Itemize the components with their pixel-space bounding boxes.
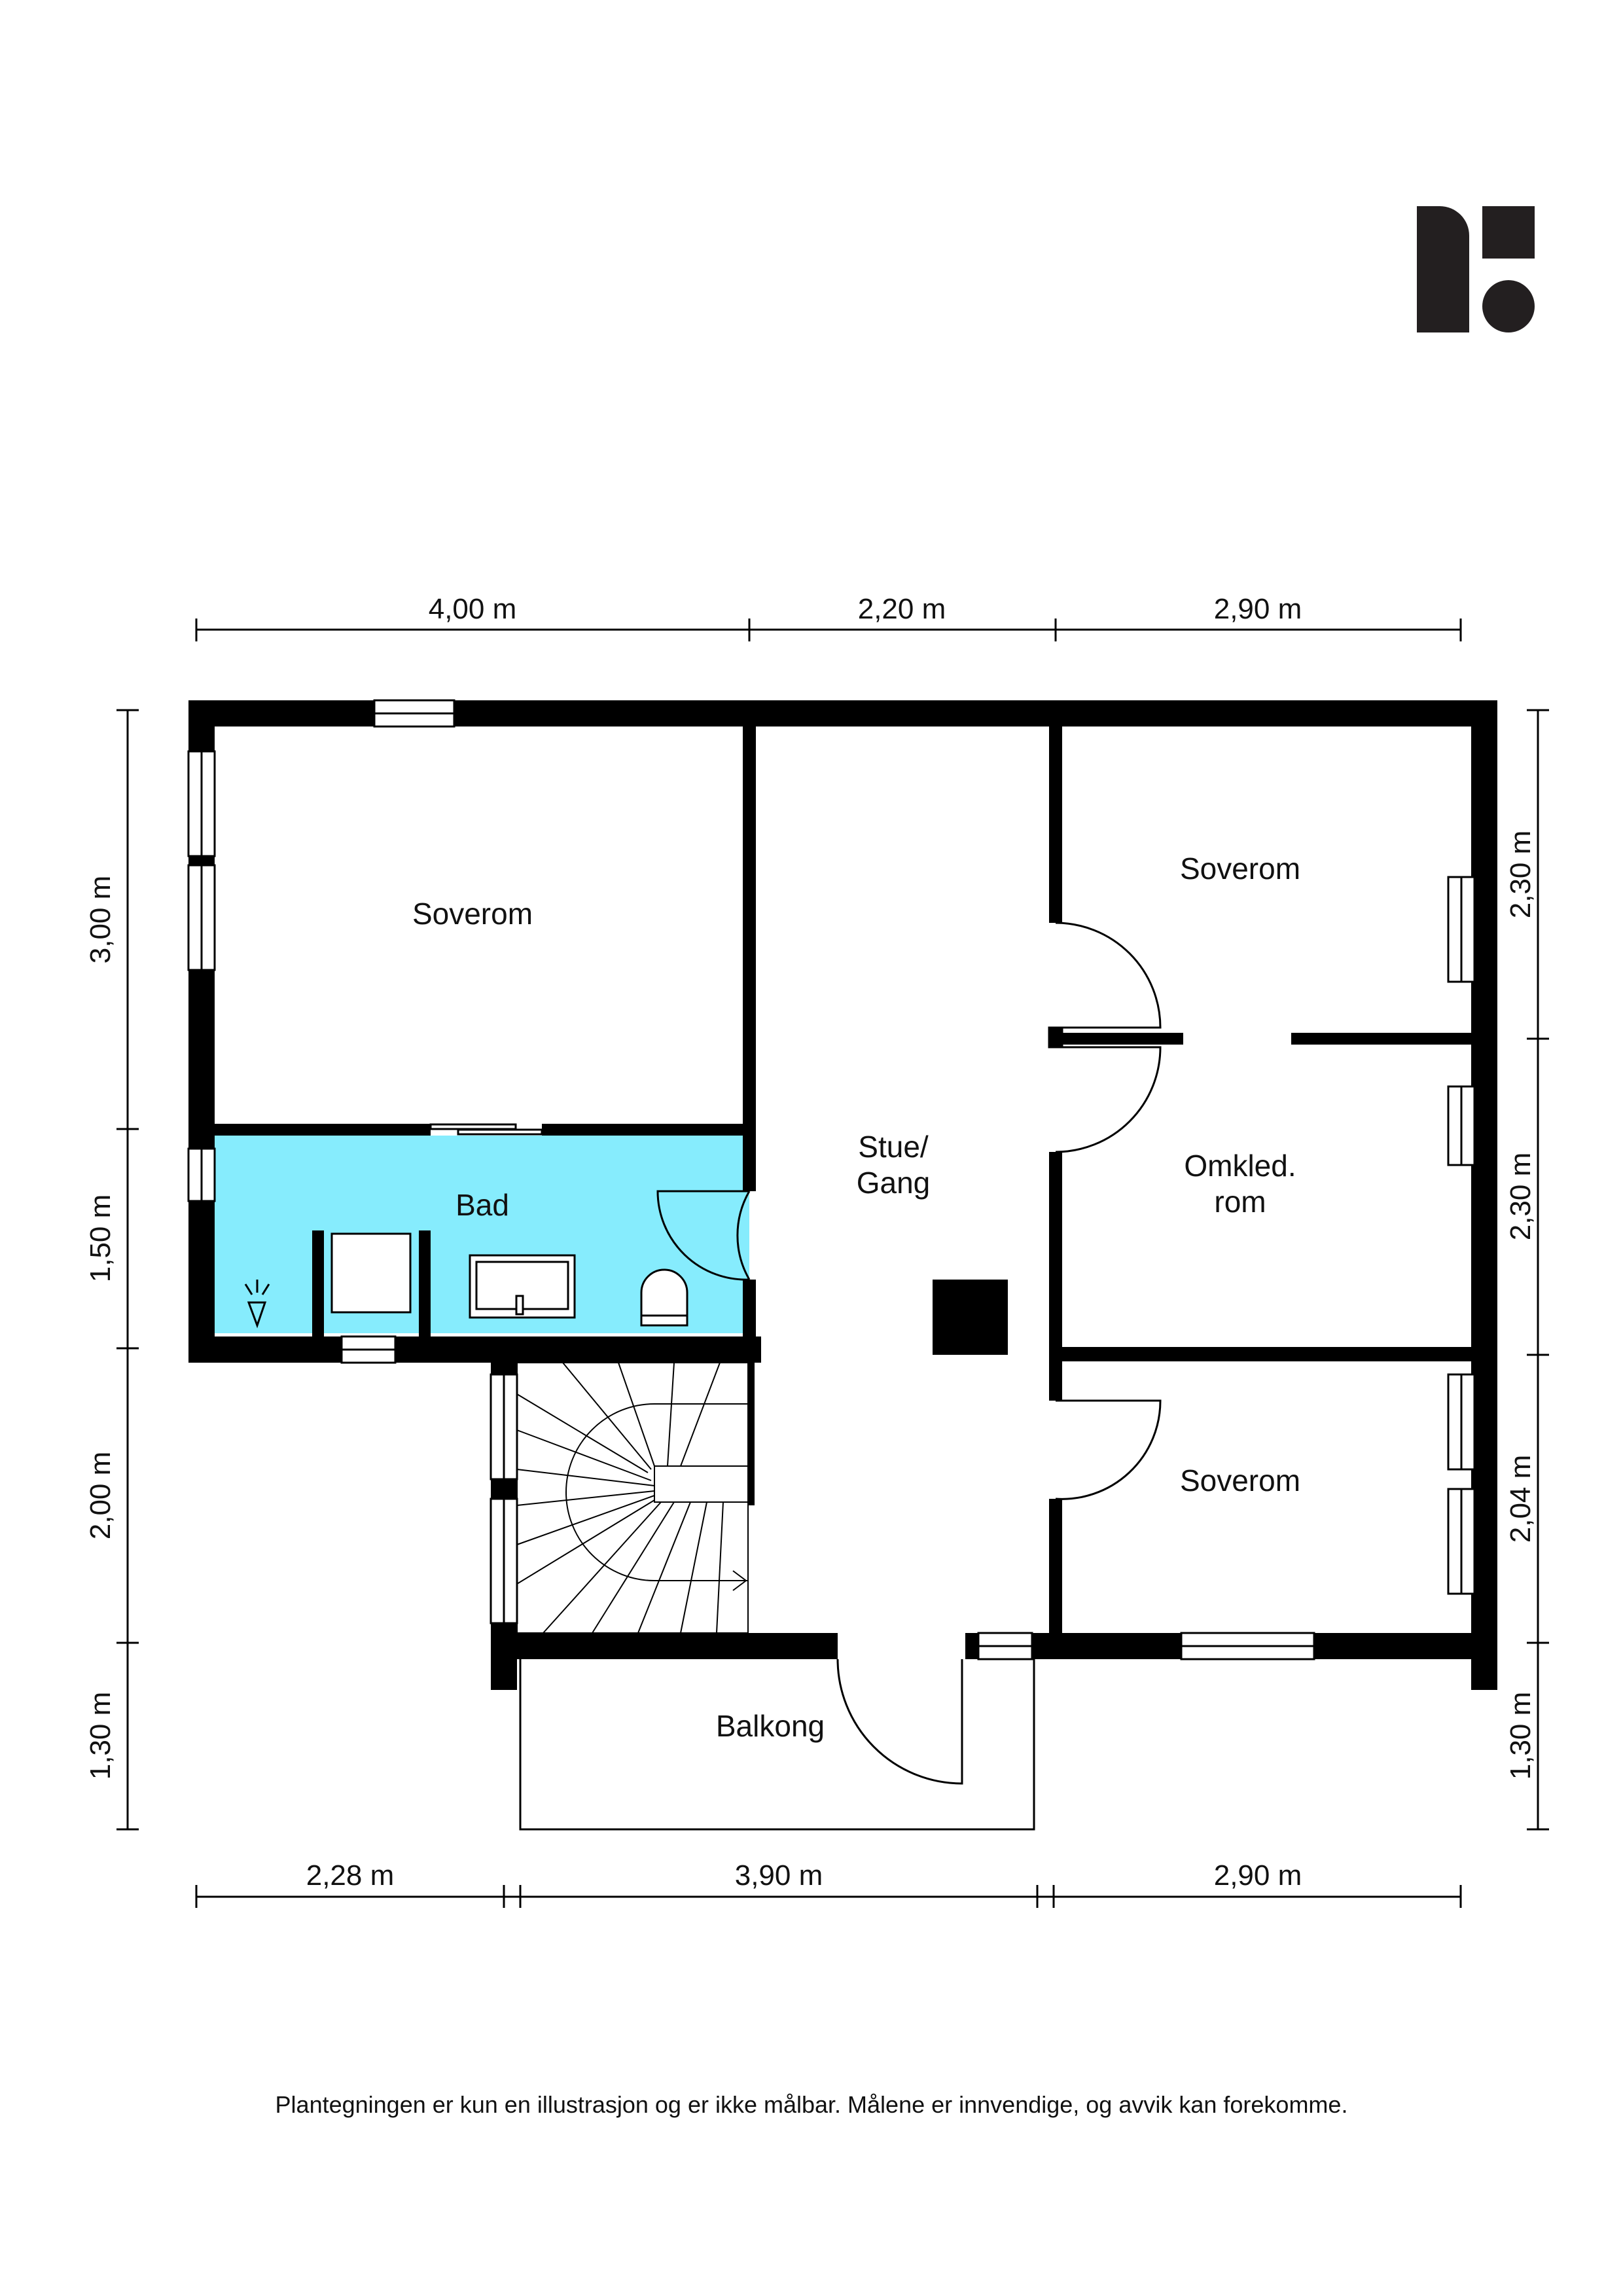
room-label-omkled-1: Omkled. — [1184, 1149, 1296, 1183]
dim-right-3: 2,04 m — [1505, 1455, 1537, 1543]
dim-bottom-1: 2,28 m — [306, 1859, 395, 1892]
brand-logo — [1417, 206, 1535, 332]
room-label-stue-2: Gang — [857, 1166, 931, 1200]
dim-right-1: 2,30 m — [1505, 831, 1537, 919]
dim-top-3: 2,90 m — [1214, 593, 1302, 625]
room-label-soverom-2: Soverom — [1180, 852, 1300, 886]
dimension-lines — [116, 619, 1549, 1908]
dim-left-4: 1,30 m — [84, 1692, 116, 1780]
dim-top-1: 4,00 m — [429, 593, 517, 625]
doors — [656, 922, 1162, 1785]
sliding-door — [429, 1123, 543, 1136]
dim-right-4: 1,30 m — [1505, 1692, 1537, 1780]
dim-top-2: 2,20 m — [858, 593, 946, 625]
disclaimer-text: Plantegningen er kun en illustrasjon og … — [275, 2091, 1348, 2118]
dim-bottom-3: 2,90 m — [1214, 1859, 1302, 1892]
bath-fixtures — [244, 1232, 688, 1329]
room-label-bad: Bad — [455, 1188, 509, 1222]
windows — [187, 699, 1476, 1660]
dim-left-1: 3,00 m — [84, 876, 116, 964]
dim-bottom-2: 3,90 m — [735, 1859, 823, 1892]
dim-left-2: 1,50 m — [84, 1194, 116, 1283]
room-label-balkong: Balkong — [716, 1709, 825, 1743]
staircase — [516, 1362, 749, 1634]
room-label-stue-1: Stue/ — [858, 1130, 929, 1164]
room-label-soverom-3: Soverom — [1180, 1463, 1300, 1498]
dim-left-3: 2,00 m — [84, 1452, 116, 1540]
balcony-outline — [519, 1659, 1035, 1831]
room-label-omkled-2: rom — [1214, 1185, 1266, 1219]
dim-right-2: 2,30 m — [1505, 1153, 1537, 1241]
room-label-soverom-1: Soverom — [412, 897, 533, 931]
